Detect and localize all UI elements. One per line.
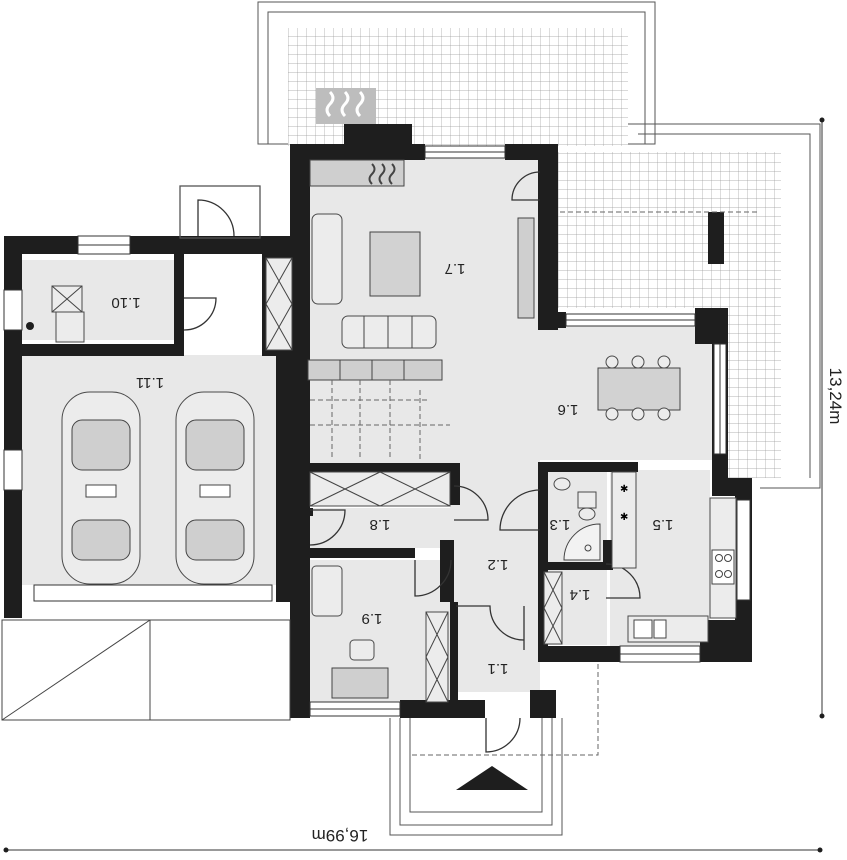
stove-icon xyxy=(711,549,735,585)
room-label-1-4: 1.4 xyxy=(570,586,591,603)
room-label-1-1: 1.1 xyxy=(488,660,509,677)
car-icon xyxy=(175,391,255,585)
room-label-1-5: 1.5 xyxy=(653,516,674,533)
dimension-lines xyxy=(3,117,825,853)
toilet-icon xyxy=(577,491,597,521)
width-dimension-label: 16,99m xyxy=(312,826,369,845)
car-icon xyxy=(61,391,141,585)
garage xyxy=(1,257,293,721)
sink-icon xyxy=(633,619,667,639)
room-label-1-6: 1.6 xyxy=(558,401,579,418)
room-label-1-8: 1.8 xyxy=(370,516,391,533)
svg-text:✱: ✱ xyxy=(620,512,628,523)
depth-dimension-label: 13,24m xyxy=(826,368,845,425)
room-label-1-10: 1.10 xyxy=(111,294,140,311)
shower-icon xyxy=(563,523,601,561)
entrance-arrow-icon xyxy=(456,766,528,790)
kitchen-furniture: ✱ ✱ xyxy=(543,471,737,645)
dining-furniture xyxy=(597,355,681,421)
svg-text:✱: ✱ xyxy=(620,484,628,495)
room-label-1-3: 1.3 xyxy=(550,516,571,533)
entrance xyxy=(389,662,599,836)
windows xyxy=(3,145,751,717)
room-label-1-11: 1.11 xyxy=(136,374,164,391)
floors xyxy=(15,158,718,708)
room-labels: 1.7 1.6 1.5 1.3 1.4 1.2 1.1 1.8 1.9 1.10… xyxy=(111,260,845,845)
room-label-1-7: 1.7 xyxy=(445,260,466,277)
living-room-furniture xyxy=(307,88,535,507)
room-label-1-2: 1.2 xyxy=(488,556,509,573)
room-label-1-9: 1.9 xyxy=(362,610,383,627)
terrace xyxy=(257,1,821,489)
fireplace-icon xyxy=(316,88,412,185)
office-furniture xyxy=(311,565,449,703)
